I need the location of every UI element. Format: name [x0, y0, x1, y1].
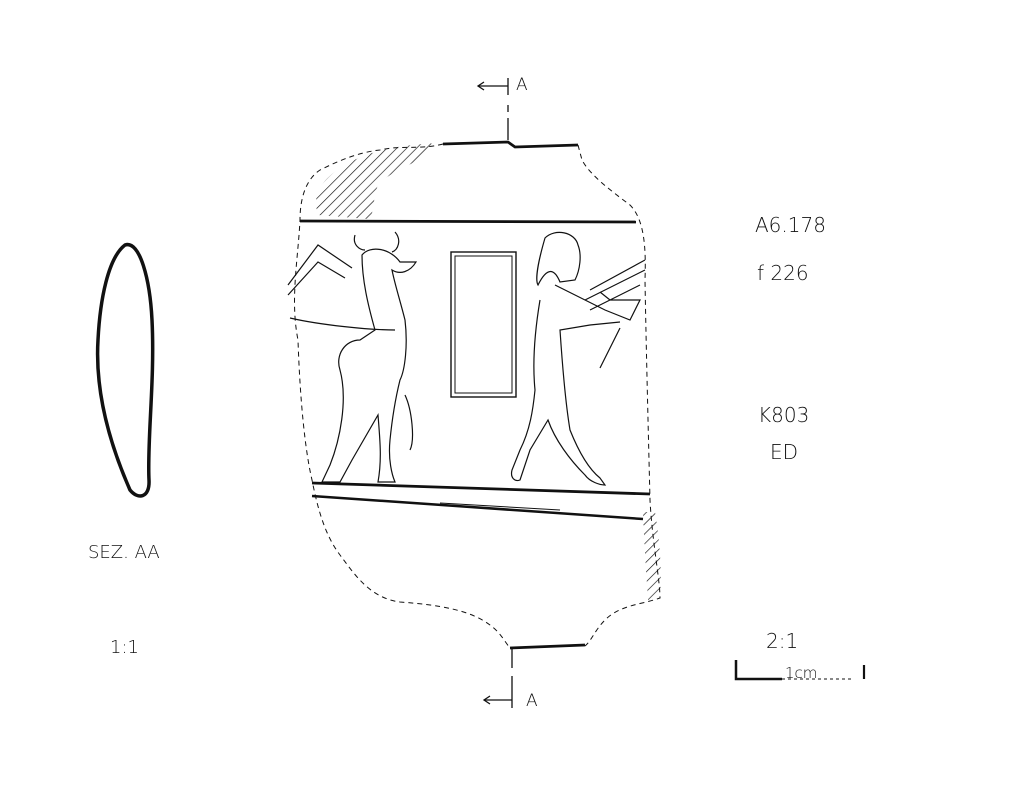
human-figure: [510, 231, 646, 486]
scene-figures: [287, 231, 646, 486]
drawing-scale: 2:1: [766, 629, 798, 653]
context-subcode: ED: [770, 440, 798, 464]
inventory-number: A6.178: [755, 213, 826, 237]
context-code: K803: [758, 403, 809, 427]
bull-figure: [321, 231, 418, 483]
folio-number: f 226: [757, 261, 809, 285]
section-label: SEZ. AA: [88, 542, 160, 563]
section-marker-top-label: A: [516, 75, 528, 95]
fragment-outline: [294, 140, 661, 650]
section-marker-top: [476, 78, 509, 140]
panel-frame: [450, 251, 517, 398]
scale-bar-label: 1cm: [785, 664, 817, 682]
hatched-break: [643, 512, 661, 600]
section-scale: 1:1: [110, 637, 139, 658]
acrobat-figure: [287, 244, 396, 331]
section-marker-bottom: [482, 648, 513, 708]
scale-bar: [734, 660, 866, 681]
hatched-break: [316, 143, 438, 219]
section-marker-bottom-label: A: [526, 691, 538, 711]
section-profile: [95, 243, 155, 498]
